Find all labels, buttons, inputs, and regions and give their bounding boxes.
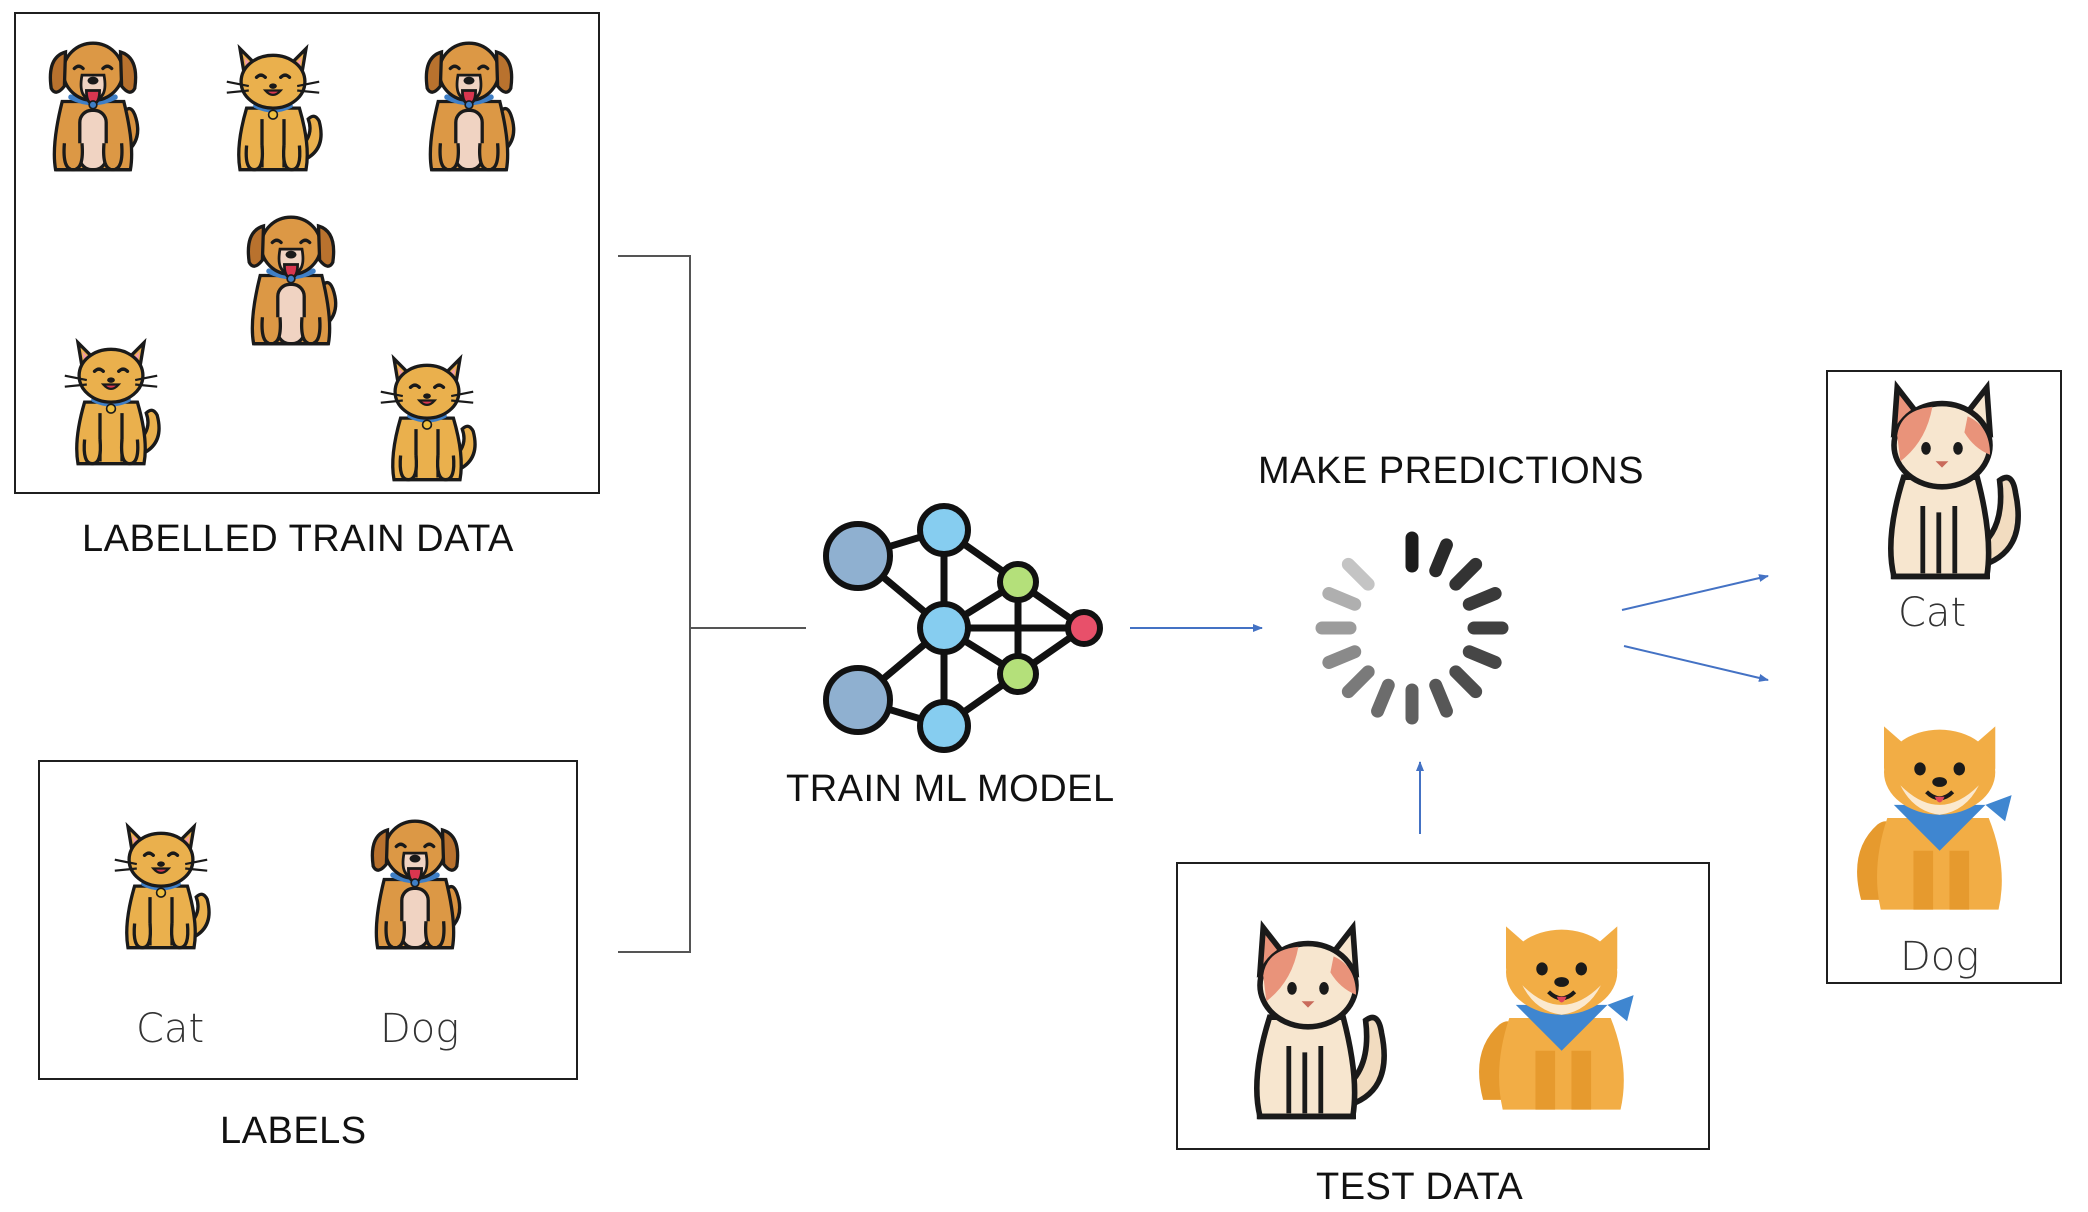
predict-to-cat-arrow — [1621, 574, 1769, 611]
train-data-caption: LABELLED TRAIN DATA — [82, 518, 514, 560]
predict-to-dog-arrow — [1623, 645, 1769, 682]
shiba-dog-icon — [1470, 918, 1650, 1118]
shiba-dog-icon — [1848, 718, 2028, 918]
calico-cat-icon — [1862, 376, 2022, 588]
prediction-cat: Cat — [1898, 590, 1967, 636]
label-cat: Cat — [136, 1006, 205, 1052]
train-model-caption: TRAIN ML MODEL — [786, 768, 1115, 810]
predictions-frame: Cat Dog — [1826, 370, 2062, 984]
labels-frame: Cat Dog — [38, 760, 578, 1080]
loading-spinner-icon — [1315, 531, 1509, 725]
labels-caption: LABELS — [220, 1110, 367, 1152]
bracket-connector — [618, 255, 806, 953]
predict-caption: MAKE PREDICTIONS — [1258, 450, 1644, 492]
neural-network-icon — [823, 503, 1103, 753]
train-data-frame — [14, 12, 600, 494]
test-data-frame — [1176, 862, 1710, 1150]
test-data-caption: TEST DATA — [1316, 1166, 1524, 1208]
calico-cat-icon — [1228, 916, 1388, 1128]
prediction-dog: Dog — [1900, 934, 1980, 980]
label-dog: Dog — [380, 1006, 460, 1052]
